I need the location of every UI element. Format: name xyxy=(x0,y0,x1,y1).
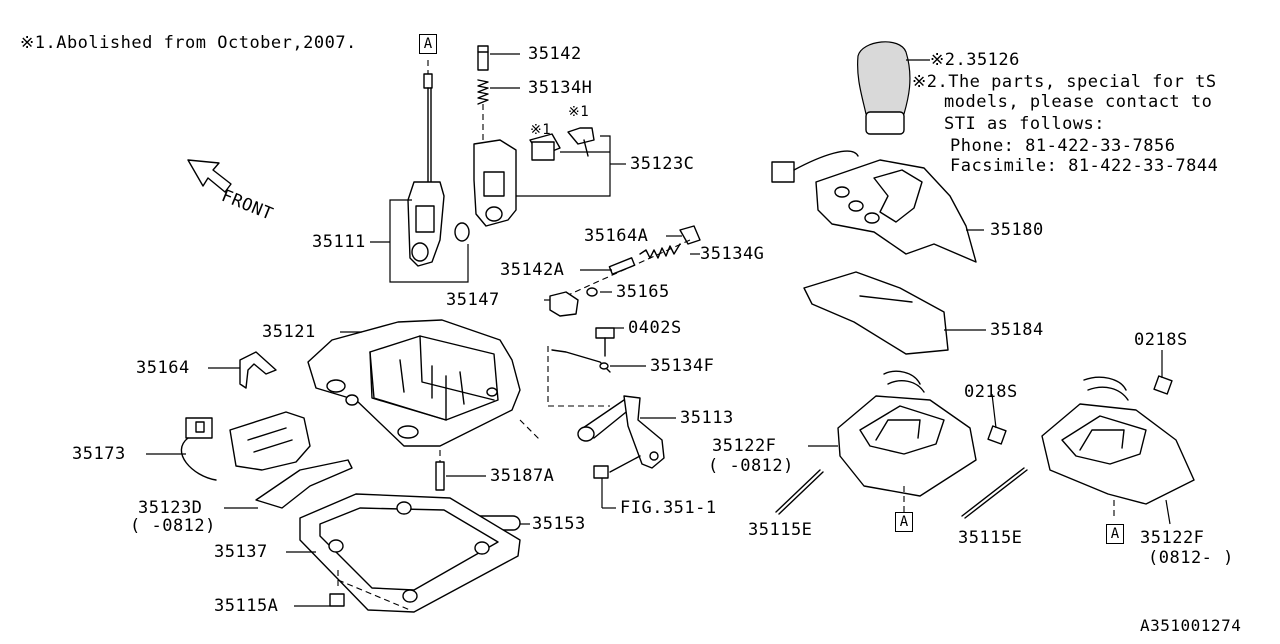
part-35164[interactable]: 35164 xyxy=(136,358,190,378)
part-35187A[interactable]: 35187A xyxy=(490,466,555,486)
part-35121[interactable]: 35121 xyxy=(262,322,316,342)
part-35113[interactable]: 35113 xyxy=(680,408,734,428)
part-35153[interactable]: 35153 xyxy=(532,514,586,534)
ref-marker-a-left: A xyxy=(895,512,913,532)
part-35164A[interactable]: 35164A xyxy=(584,226,649,246)
part-35123C[interactable]: 35123C xyxy=(630,154,695,174)
ref-marker-a-right: A xyxy=(1106,524,1124,544)
part-35165[interactable]: 35165 xyxy=(616,282,670,302)
part-0402S[interactable]: 0402S xyxy=(628,318,682,338)
note-star-1-b: ※1 xyxy=(530,122,552,138)
front-arrow-icon xyxy=(187,159,232,193)
part-35123D[interactable]: 35123D xyxy=(138,498,203,518)
part-35134G[interactable]: 35134G xyxy=(700,244,765,264)
part-35115E-left[interactable]: 35115E xyxy=(748,520,813,540)
note-phone: Phone: 81-422-33-7856 xyxy=(950,136,1176,156)
part-35173[interactable]: 35173 xyxy=(72,444,126,464)
note-35126: ※2.35126 xyxy=(930,50,1020,70)
part-35115A[interactable]: 35115A xyxy=(214,596,279,616)
note-star-1-a: ※1 xyxy=(568,104,590,120)
part-35122F-left-range: ( -0812) xyxy=(708,456,794,476)
part-35122F-right-range: (0812- ) xyxy=(1148,548,1234,568)
note-abolished: ※1.Abolished from October,2007. xyxy=(20,33,357,53)
part-35111[interactable]: 35111 xyxy=(312,232,366,252)
note-tS-line-3: STI as follows: xyxy=(944,114,1106,134)
note-tS-line-1: ※2.The parts, special for tS xyxy=(912,72,1217,92)
part-35122F-right[interactable]: 35122F xyxy=(1140,528,1205,548)
part-35122F-left[interactable]: 35122F xyxy=(712,436,777,456)
part-35115E-right[interactable]: 35115E xyxy=(958,528,1023,548)
part-35147[interactable]: 35147 xyxy=(446,290,500,310)
note-tS-line-2: models, please contact to xyxy=(944,92,1213,112)
shift-lever-rod xyxy=(407,60,470,267)
part-35134H[interactable]: 35134H xyxy=(528,78,593,98)
part-35142A[interactable]: 35142A xyxy=(500,260,565,280)
part-0218S-right[interactable]: 0218S xyxy=(1134,330,1188,350)
part-35184[interactable]: 35184 xyxy=(990,320,1044,340)
note-facsimile: Facsimile: 81-422-33-7844 xyxy=(950,156,1219,176)
part-35142[interactable]: 35142 xyxy=(528,44,582,64)
part-35134F[interactable]: 35134F xyxy=(650,356,715,376)
part-35137[interactable]: 35137 xyxy=(214,542,268,562)
part-0218S-left[interactable]: 0218S xyxy=(964,382,1018,402)
part-35123D-range: ( -0812) xyxy=(130,516,216,536)
part-35180[interactable]: 35180 xyxy=(990,220,1044,240)
fig-reference[interactable]: FIG.351-1 xyxy=(620,498,717,518)
diagram-id: A351001274 xyxy=(1140,616,1242,635)
ref-marker-a: A xyxy=(419,34,437,54)
